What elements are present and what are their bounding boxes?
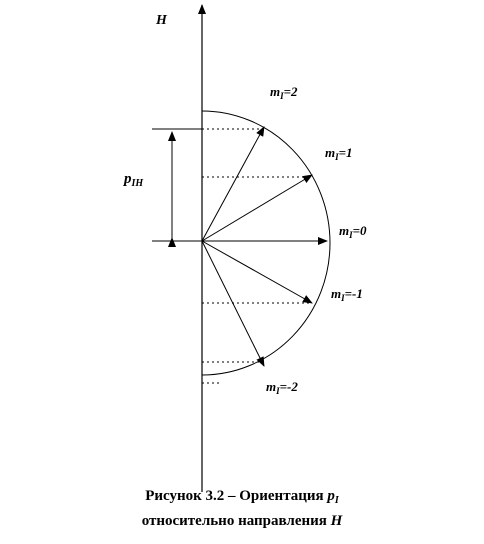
projection-label: pIH: [122, 171, 144, 189]
label-m2: mI=2: [270, 84, 298, 101]
label-m0: mI=0: [339, 223, 367, 240]
vector-m-1: [201, 240, 313, 304]
label-m1: mI=1: [325, 145, 353, 162]
semicircle-arc: [201, 110, 331, 376]
h-axis-label: H: [155, 13, 168, 28]
vector-m-2: [201, 240, 265, 367]
vector-m1: [201, 174, 313, 242]
vector-m2: [201, 126, 265, 242]
figure-caption: Рисунок 3.2 – Ориентация pI относительно…: [0, 486, 484, 531]
caption-line-2: относительно направления H: [141, 513, 343, 529]
label-m-1: mI=-1: [331, 286, 363, 303]
caption-line-1: Рисунок 3.2 – Ориентация pI: [145, 488, 339, 506]
label-m-2: mI=-2: [266, 379, 298, 396]
